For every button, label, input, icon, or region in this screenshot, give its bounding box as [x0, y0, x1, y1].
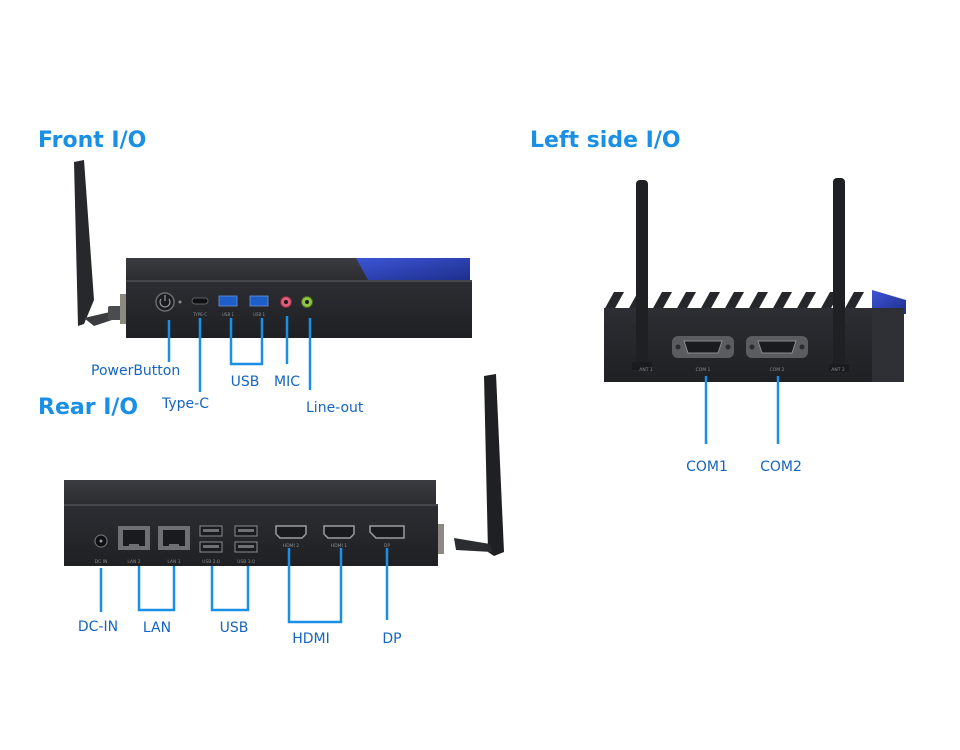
label-front-usb: USB [230, 374, 260, 390]
left-mark-com1: COM 1 [696, 367, 711, 373]
rear-leaders [99, 548, 389, 624]
rear-mark-dcin: DC IN [95, 559, 108, 565]
label-lan: LAN [142, 620, 172, 636]
front-mark-usb1: USB 1 [222, 312, 234, 317]
rear-antenna [436, 374, 504, 556]
rear-mark-lan2: LAN 2 [127, 559, 140, 565]
label-dc-in: DC-IN [77, 619, 119, 635]
label-power-button: PowerButton [91, 363, 181, 379]
label-line-out: Line-out [306, 400, 364, 416]
rear-mark-usb20: USB 2.0 [202, 559, 220, 565]
front-leaders [167, 316, 312, 392]
label-type-c: Type-C [162, 396, 209, 412]
front-device [74, 160, 472, 338]
left-leaders [704, 376, 780, 444]
rear-device [64, 374, 504, 566]
rear-mark-hdmi2: HDMI 2 [283, 543, 299, 549]
label-dp: DP [382, 631, 402, 647]
left-mark-ant2: ANT 2 [831, 367, 845, 373]
rear-mark-hdmi1: HDMI 1 [331, 543, 347, 549]
front-mark-typec: TYPE-C [192, 312, 207, 317]
rear-mark-dp: DP [384, 543, 390, 549]
rear-mark-usb30: USB 3.0 [237, 559, 255, 565]
rear-io-heading: Rear I/O [38, 395, 139, 420]
left-mark-com2: COM 2 [770, 367, 785, 373]
label-mic: MIC [274, 374, 300, 390]
front-mark-usb2: USB 1 [253, 312, 265, 317]
left-device [604, 178, 906, 382]
label-rear-usb: USB [219, 620, 249, 636]
left-mark-ant1: ANT 1 [639, 367, 653, 373]
label-com2: COM2 [760, 459, 802, 475]
left-side-io-heading: Left side I/O [530, 128, 681, 153]
label-com1: COM1 [686, 459, 728, 475]
front-antenna [74, 160, 128, 326]
rear-mark-lan1: LAN 1 [167, 559, 180, 565]
label-hdmi: HDMI [292, 631, 330, 647]
front-io-heading: Front I/O [38, 128, 147, 153]
